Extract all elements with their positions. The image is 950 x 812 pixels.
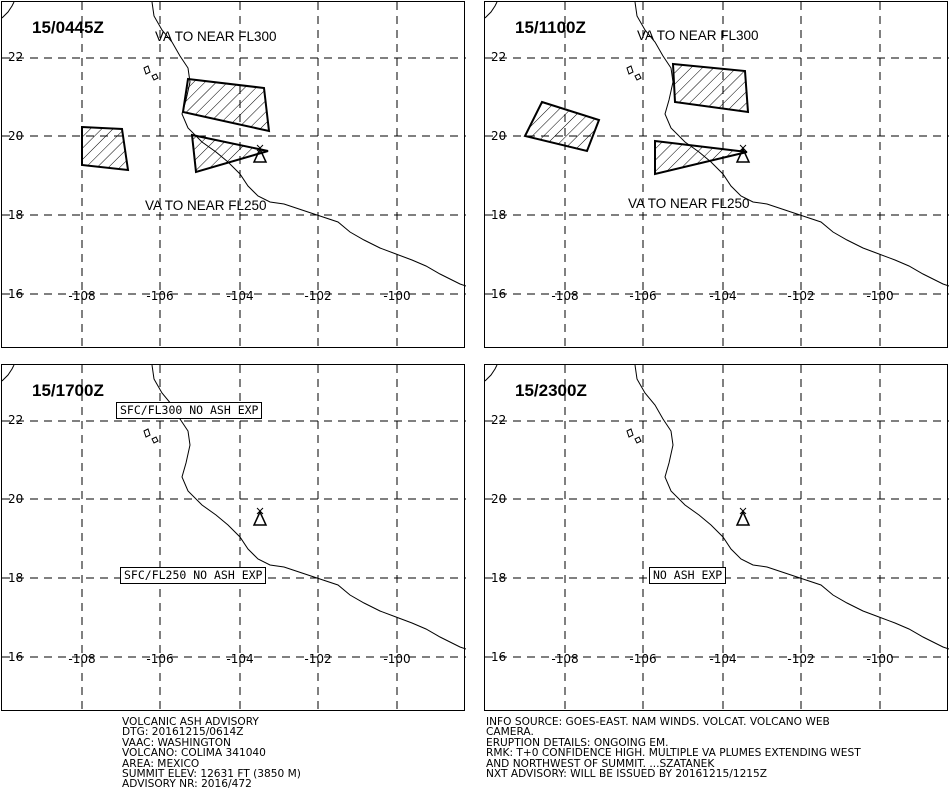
lon-label-106: -106 (146, 289, 174, 303)
advisory-volcano: VOLCANO: COLIMA 341040 (122, 747, 266, 760)
lon-label-106: -106 (629, 289, 657, 303)
no-ash-label-fl250: SFC/FL250 NO ASH EXP (120, 567, 267, 584)
lon-label-100: -100 (866, 652, 894, 666)
lon-label-102: -102 (304, 652, 332, 666)
volcano-triangle-icon (735, 144, 751, 163)
lat-label-20: 20 (8, 129, 24, 143)
advisory-area: AREA: MEXICO (122, 757, 200, 770)
lon-label-106: -106 (146, 652, 174, 666)
ash-label-fl250: VA TO NEAR FL250 (628, 196, 750, 211)
lat-label-18: 18 (491, 571, 507, 585)
lat-label-18: 18 (8, 208, 24, 222)
lon-label-104: -104 (709, 289, 737, 303)
lat-label-22: 22 (491, 413, 507, 427)
forecast-panel-1100z: 15/1100Z VA TO NEAR FL300 VA TO NEAR FL2… (484, 1, 949, 349)
forecast-panel-1700z: 15/1700Z SFC/FL300 NO ASH EXP SFC/FL250 … (1, 364, 466, 712)
volcano-triangle-icon (252, 144, 268, 163)
lon-label-102: -102 (787, 652, 815, 666)
islands (626, 428, 642, 444)
coastline (2, 2, 466, 287)
forecast-panel-0445z: 15/0445Z VA TO NEAR FL300 VA TO NEAR FL2… (1, 1, 466, 349)
panel-time: 15/2300Z (515, 381, 587, 400)
volcano-triangle-icon (252, 507, 268, 526)
lon-label-108: -108 (68, 652, 96, 666)
coastline (485, 365, 949, 650)
no-ash-label-fl300: SFC/FL300 NO ASH EXP (116, 402, 263, 419)
ash-label-fl300: VA TO NEAR FL300 (155, 29, 277, 44)
lon-label-100: -100 (383, 652, 411, 666)
lat-label-20: 20 (491, 129, 507, 143)
lon-label-100: -100 (866, 289, 894, 303)
ash-area-fl250 (654, 139, 748, 176)
lat-label-18: 18 (491, 208, 507, 222)
advisory-next: NXT ADVISORY: WILL BE ISSUED BY 20161215… (486, 768, 768, 781)
lon-label-104: -104 (226, 652, 254, 666)
ash-area-west (523, 100, 601, 153)
lon-label-104: -104 (226, 289, 254, 303)
ash-area-fl300 (671, 62, 750, 114)
islands (143, 65, 159, 81)
no-ash-label: NO ASH EXP (649, 567, 727, 584)
advisory-info-right: INFO SOURCE: GOES-EAST. NAM WINDS. VOLCA… (486, 716, 861, 781)
advisory-info-left: VOLCANIC ASH ADVISORY DTG: 20161215/0614… (122, 716, 301, 791)
ash-area-fl250 (190, 133, 269, 174)
advisory-info-source-cont: CAMERA. (486, 726, 534, 739)
lon-label-106: -106 (629, 652, 657, 666)
lon-label-108: -108 (68, 289, 96, 303)
lon-label-108: -108 (551, 289, 579, 303)
islands (143, 428, 159, 444)
lat-label-22: 22 (8, 413, 24, 427)
lon-label-108: -108 (551, 652, 579, 666)
map-canvas (2, 2, 466, 349)
advisory-summit-elev: SUMMIT ELEV: 12631 FT (3850 M) (122, 768, 301, 781)
lon-label-102: -102 (304, 289, 332, 303)
advisory-remarks: RMK: T+0 CONFIDENCE HIGH. MULTIPLE VA PL… (486, 747, 861, 760)
advisory-title: VOLCANIC ASH ADVISORY (122, 716, 259, 728)
lat-label-22: 22 (8, 50, 24, 64)
map-canvas (485, 2, 949, 349)
ash-label-fl250: VA TO NEAR FL250 (145, 198, 267, 213)
coastline (485, 2, 949, 287)
lat-label-16: 16 (491, 287, 507, 301)
advisory-number: ADVISORY NR: 2016/472 (122, 778, 252, 791)
advisory-remarks-cont: AND NORTHWEST OF SUMMIT. ...SZATANEK (486, 757, 715, 770)
lat-label-18: 18 (8, 571, 24, 585)
map-canvas (485, 365, 949, 712)
panel-time: 15/1100Z (515, 18, 586, 37)
islands (626, 65, 642, 81)
advisory-dtg: DTG: 20161215/0614Z (122, 726, 244, 739)
ash-area-fl300 (181, 77, 271, 133)
lat-label-22: 22 (491, 50, 507, 64)
coastline (2, 365, 466, 650)
lat-lon-grid (485, 365, 949, 712)
lat-label-16: 16 (8, 650, 24, 664)
forecast-panel-2300z: 15/2300Z NO ASH EXP 22 20 18 16 -108 -10… (484, 364, 949, 712)
lon-label-102: -102 (787, 289, 815, 303)
lat-label-20: 20 (491, 492, 507, 506)
lat-lon-grid (2, 2, 466, 349)
advisory-vaac: VAAC: WASHINGTON (122, 736, 231, 749)
lon-label-100: -100 (383, 289, 411, 303)
volcano-triangle-icon (735, 507, 751, 526)
advisory-eruption-details: ERUPTION DETAILS: ONGOING EM. (486, 736, 669, 749)
lat-label-16: 16 (8, 287, 24, 301)
panel-time: 15/1700Z (32, 381, 104, 400)
lat-label-20: 20 (8, 492, 24, 506)
ash-label-fl300: VA TO NEAR FL300 (637, 28, 759, 43)
lon-label-104: -104 (709, 652, 737, 666)
ash-area-west (81, 125, 130, 172)
lat-label-16: 16 (491, 650, 507, 664)
advisory-info-source: INFO SOURCE: GOES-EAST. NAM WINDS. VOLCA… (486, 716, 830, 728)
panel-time: 15/0445Z (32, 18, 104, 37)
